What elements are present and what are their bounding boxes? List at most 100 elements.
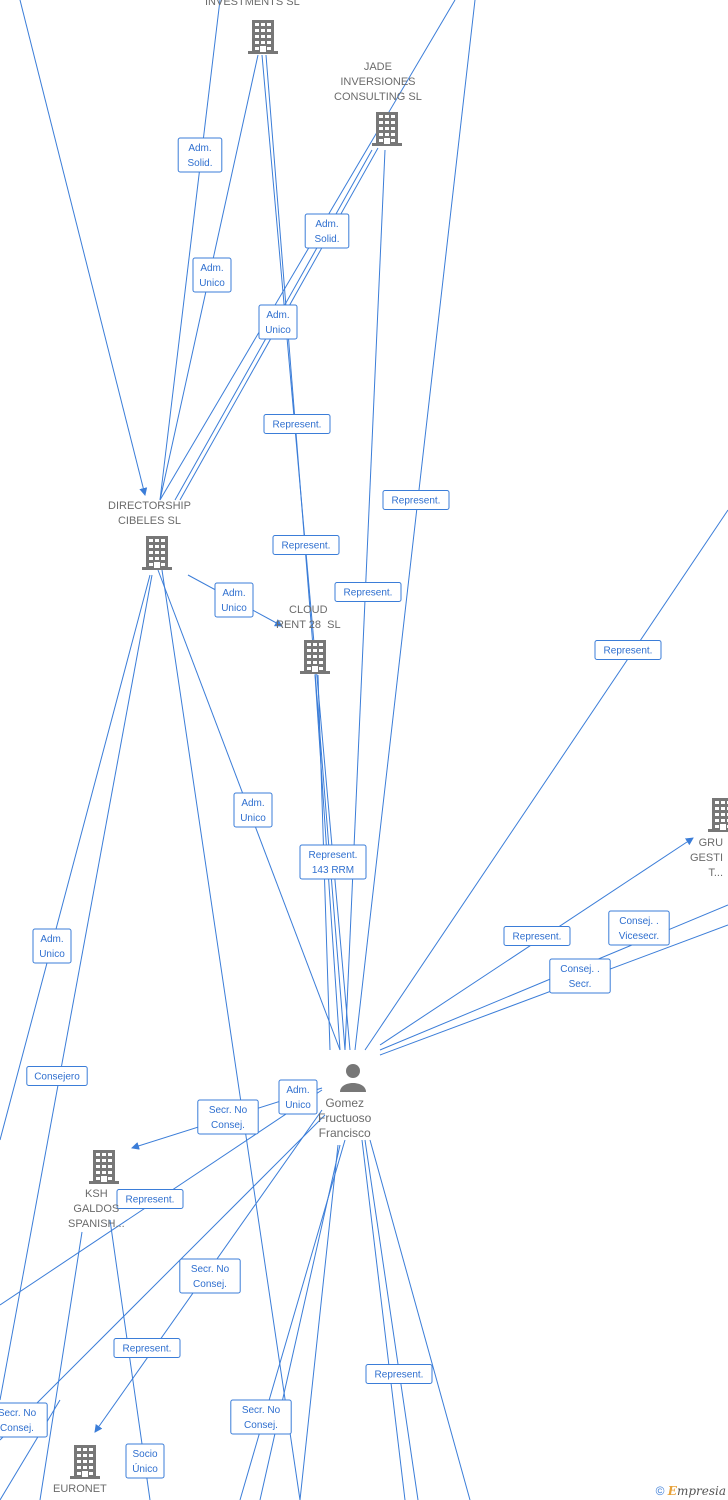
- edge-label-text: Adm.: [241, 798, 264, 809]
- edge-label-text: Consejero: [34, 1072, 80, 1083]
- edge-label[interactable]: Secr. No Consej.: [179, 1258, 241, 1294]
- edge-line: [161, 569, 301, 1500]
- edge-label[interactable]: Adm.Unico: [214, 582, 254, 618]
- edge-label[interactable]: Represent.: [365, 1364, 433, 1384]
- edge-line: [0, 1399, 61, 1500]
- edge-label[interactable]: Represent.: [334, 582, 402, 602]
- edge-label-text: Represent.: [282, 541, 331, 552]
- edge-label[interactable]: Adm. Unico: [233, 792, 273, 828]
- edge-line: [0, 1114, 326, 1441]
- edge-label-text: Secr. No: [0, 1408, 37, 1419]
- edge-label[interactable]: Represent.: [263, 414, 331, 434]
- edge-label-text: Secr. No: [209, 1105, 248, 1116]
- node-investments-label[interactable]: INVESTMENTS SL: [205, 0, 300, 8]
- edge-label[interactable]: Represent.: [503, 926, 571, 946]
- edge-label-text: Adm.: [315, 219, 338, 230]
- edge-labels-layer: Adm.Solid.Adm.UnicoAdm.Solid.Adm.UnicoRe…: [0, 137, 670, 1479]
- edge-line: [299, 1144, 339, 1500]
- edge-line: [0, 574, 153, 1401]
- copyright-symbol: ©: [655, 1484, 665, 1498]
- edge-label[interactable]: Represent.: [116, 1189, 184, 1209]
- edge-label-text: Adm.: [266, 310, 289, 321]
- edge-line: [0, 574, 151, 1141]
- edge-label-text: Represent.: [126, 1195, 175, 1206]
- edge-label[interactable]: Represent.: [594, 640, 662, 660]
- edge-label-text: Represent.: [392, 496, 441, 507]
- edge-label[interactable]: Represent.: [272, 535, 340, 555]
- edge-label-text: Consej. .: [619, 916, 658, 927]
- edge-label-text: Adm.: [40, 934, 63, 945]
- edge-line: [239, 1139, 346, 1500]
- edge-label-text: Unico: [265, 325, 291, 336]
- edge-label[interactable]: Represent.: [113, 1338, 181, 1358]
- brand-logo: Empresia: [667, 1484, 726, 1498]
- edge-label[interactable]: Secr. No Consej.: [230, 1399, 292, 1435]
- edge-label-text: Adm.: [188, 143, 211, 154]
- edge-line: [369, 1139, 471, 1500]
- edge-label[interactable]: Adm. Solid.: [177, 137, 223, 173]
- edge-label-text: Solid.: [187, 158, 212, 169]
- edge-label[interactable]: Adm. Unico: [258, 304, 298, 340]
- edge-label-text: Unico: [285, 1100, 311, 1111]
- edge-label-text: Secr. No: [191, 1264, 230, 1275]
- edge-label[interactable]: Adm. Unico: [192, 257, 232, 293]
- edge-label[interactable]: Adm. Unico: [278, 1079, 318, 1115]
- node-gomez-label[interactable]: Gomez Fructuoso Francisco: [318, 1096, 372, 1140]
- node-directorship-label[interactable]: DIRECTORSHIP CIBELES SL: [108, 500, 191, 527]
- edge-label-text: Consej.: [193, 1279, 227, 1290]
- node-grupo-label[interactable]: GRU GESTI T...: [690, 837, 724, 879]
- edge-label-text: Único: [132, 1462, 158, 1475]
- edge-label-text: Represent.: [513, 932, 562, 943]
- building-icon[interactable]: [89, 1148, 119, 1189]
- edge-label-text: Secr.: [569, 979, 592, 990]
- edge-label[interactable]: Represent. 143 RRM: [299, 844, 367, 880]
- edge-label-text: Unico: [199, 278, 225, 289]
- edge-label-text: Represent.: [309, 850, 358, 861]
- node-cloud-label[interactable]: CLOUD RENT 28 SL: [276, 604, 341, 631]
- edge-label[interactable]: Adm. Unico: [32, 928, 72, 964]
- edge-line: [159, 0, 221, 501]
- edge-label-text: Adm.: [222, 588, 245, 599]
- building-icon[interactable]: [248, 18, 278, 59]
- copyright-footer[interactable]: © Empresia: [656, 1484, 726, 1498]
- edge-label-text: Represent.: [375, 1370, 424, 1381]
- edge-label[interactable]: Represent.: [382, 490, 450, 510]
- edge-label[interactable]: Consej. . Vicesecr.: [608, 910, 670, 946]
- node-ksh-label[interactable]: KSH GALDOS SPANISH...: [68, 1188, 125, 1230]
- edge-line: [354, 0, 476, 1051]
- edge-line: [361, 1139, 406, 1500]
- edge-label[interactable]: Adm. Solid.: [304, 213, 350, 249]
- edge-label-text: Consej. .: [560, 964, 599, 975]
- edge-line: [19, 0, 148, 496]
- edge-label-text: Unico: [39, 949, 65, 960]
- edge-label-text: Unico: [240, 813, 266, 824]
- edge-label-text: Adm.: [286, 1085, 309, 1096]
- edge-label-text: Represent.: [123, 1344, 172, 1355]
- edge-label-text: Consej.: [211, 1120, 245, 1131]
- edge-label[interactable]: Consejero: [26, 1066, 88, 1086]
- edge-label-text: Socio: [132, 1449, 157, 1460]
- edge-label[interactable]: Consej. . Secr.: [549, 958, 611, 994]
- edge-line: [159, 0, 456, 501]
- edge-label[interactable]: Secr. No Consej.: [197, 1099, 259, 1135]
- building-icon[interactable]: [142, 534, 172, 575]
- person-icon[interactable]: [338, 1062, 368, 1097]
- node-jade-label[interactable]: JADE INVERSIONES CONSULTING SL: [334, 61, 422, 103]
- edge-label-text: Adm.: [200, 263, 223, 274]
- edge-label-text: Solid.: [314, 234, 339, 245]
- edge-label-text: Vicesecr.: [619, 931, 659, 942]
- edge-label-text: Consej.: [244, 1420, 278, 1431]
- node-euronet-label[interactable]: EURONET: [53, 1483, 107, 1495]
- edge-label-text: 143 RRM: [312, 865, 354, 876]
- building-icon[interactable]: [708, 796, 728, 837]
- building-icon[interactable]: [372, 110, 402, 151]
- edge-label-text: Secr. No: [242, 1405, 281, 1416]
- edge-label-text: Represent.: [604, 646, 653, 657]
- edge-line: [39, 1231, 83, 1500]
- building-icon[interactable]: [300, 638, 330, 679]
- building-icon[interactable]: [70, 1443, 100, 1484]
